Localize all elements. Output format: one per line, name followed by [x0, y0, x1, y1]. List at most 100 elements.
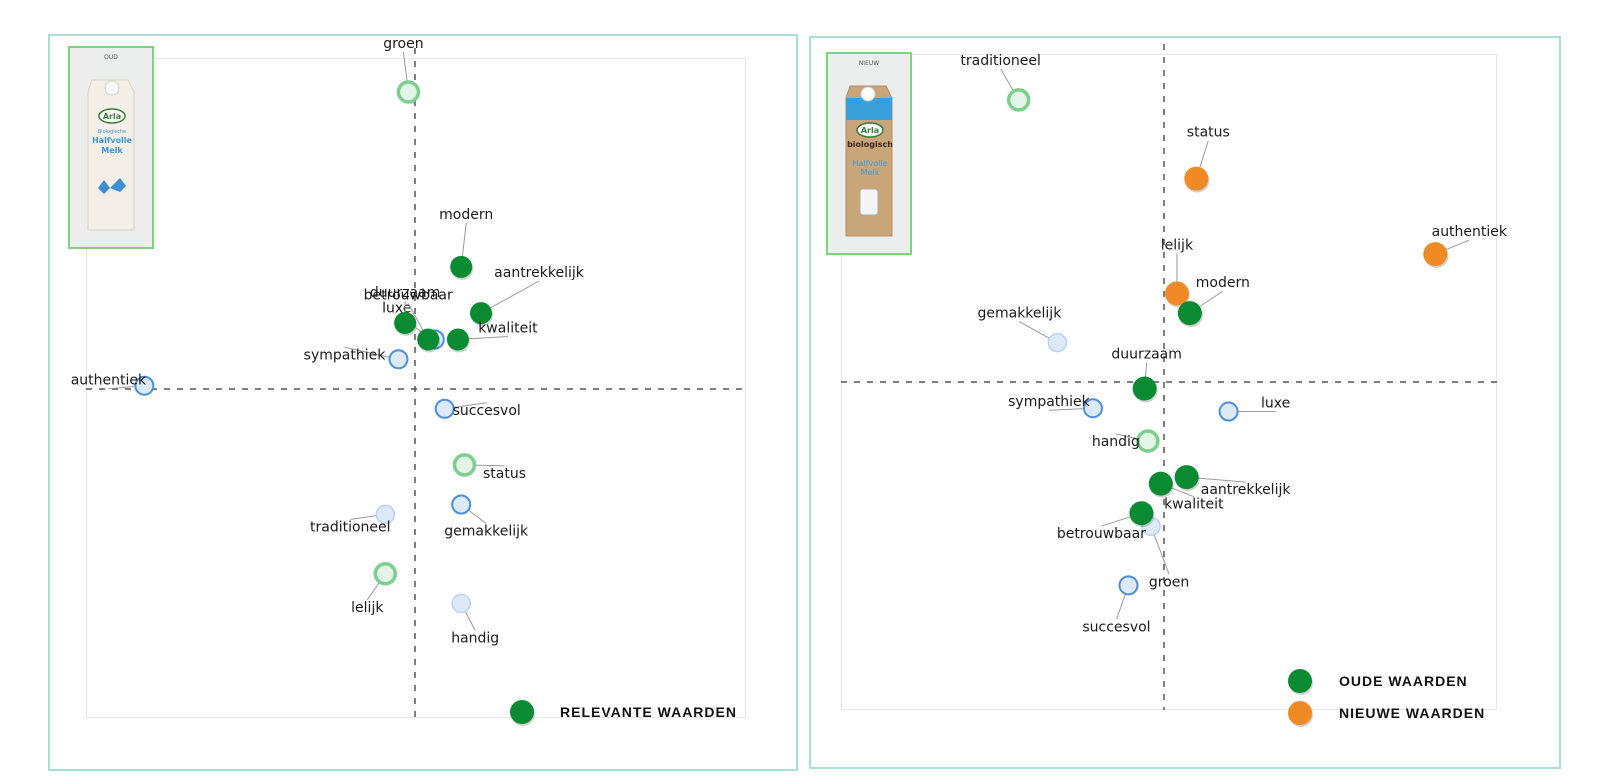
legend-marker	[1288, 669, 1312, 693]
point-label: handig	[451, 631, 499, 647]
thumbnail-label: NIEUW	[858, 60, 880, 67]
point-marker	[1177, 301, 1202, 326]
data-point-gemakkelijk: gemakkelijk	[444, 494, 529, 540]
legend-label: NIEUWE WAARDEN	[1339, 705, 1485, 721]
point-marker	[450, 255, 473, 278]
legend-marker	[510, 700, 534, 724]
data-point-traditioneel: traditioneel	[960, 53, 1041, 112]
data-point-lelijk: lelijk	[351, 562, 398, 616]
data-point-duurzaam: duurzaam	[1111, 347, 1182, 403]
chart-panel-new: NIEUW Arla biologisch Halfvolle Melk tra…	[809, 36, 1561, 769]
point-marker	[134, 375, 155, 396]
data-point-betrouwbaar: betrouwbaar	[364, 288, 453, 353]
milk-carton-old-icon: Arla Biologische Halfvolle Melk	[87, 79, 135, 231]
data-point-duurzaam: duurzaam	[370, 285, 441, 336]
point-marker	[373, 562, 398, 586]
point-label: authentiek	[1432, 224, 1508, 240]
data-point-modern: modern	[439, 207, 493, 280]
data-point-handig: handig	[1092, 429, 1160, 453]
legend-item: NIEUWE WAARDEN	[1288, 701, 1485, 727]
point-label: kwaliteit	[478, 321, 538, 337]
point-marker	[446, 328, 469, 351]
point-marker	[396, 80, 421, 104]
leader-line	[480, 280, 540, 314]
point-label: groen	[383, 36, 423, 52]
point-label: traditioneel	[310, 519, 391, 535]
points-layer: groenluxesympathiekauthentieksuccesvolst…	[71, 36, 585, 647]
plot-area	[86, 58, 746, 718]
point-marker	[451, 494, 472, 515]
point-label: luxe	[1261, 396, 1290, 412]
data-point-aantrekkelijk: aantrekkelijk	[1174, 465, 1292, 498]
svg-text:Biologische: Biologische	[98, 129, 127, 135]
point-label: lelijk	[351, 600, 384, 616]
data-point-kwaliteit: kwaliteit	[446, 321, 538, 353]
legend-item: RELEVANTE WAARDEN	[510, 700, 736, 726]
svg-text:Melk: Melk	[101, 146, 123, 155]
legend: RELEVANTE WAARDEN	[510, 700, 736, 726]
milk-carton-new-icon: Arla biologisch Halfvolle Melk	[845, 85, 893, 237]
point-label: succesvol	[453, 403, 521, 419]
data-point-lelijk: lelijk	[1161, 237, 1194, 308]
point-label: aantrekkelijk	[494, 265, 585, 281]
point-label: betrouwbaar	[364, 288, 453, 304]
point-label: modern	[439, 207, 493, 223]
point-label: gemakkelijk	[444, 524, 529, 540]
product-thumbnail-new: NIEUW Arla biologisch Halfvolle Melk	[826, 52, 912, 255]
point-label: groen	[1149, 574, 1189, 590]
data-point-handig: handig	[451, 593, 499, 647]
point-marker	[1129, 501, 1154, 526]
data-point-aantrekkelijk: aantrekkelijk	[470, 265, 585, 327]
thumbnail-label: OUD	[104, 54, 118, 61]
point-label: succesvol	[1082, 619, 1150, 635]
point-marker	[417, 328, 440, 351]
data-point-succesvol: succesvol	[1082, 575, 1151, 635]
data-point-betrouwbaar: betrouwbaar	[1057, 501, 1155, 542]
point-label: traditioneel	[960, 53, 1041, 69]
point-label: kwaliteit	[1164, 497, 1224, 513]
point-label: status	[483, 466, 526, 482]
data-point-traditioneel: traditioneel	[310, 504, 396, 535]
point-label: aantrekkelijk	[1201, 482, 1292, 498]
data-point-luxe: luxe	[1218, 396, 1290, 422]
point-label: betrouwbaar	[1057, 526, 1146, 542]
point-marker	[394, 312, 417, 334]
svg-text:Arla: Arla	[103, 112, 121, 121]
svg-text:biologisch: biologisch	[847, 140, 893, 149]
point-marker	[1174, 465, 1199, 490]
point-marker	[1132, 376, 1157, 401]
point-label: sympathiek	[304, 347, 387, 363]
point-marker	[452, 453, 477, 477]
point-marker	[1184, 166, 1209, 191]
point-marker	[1047, 332, 1068, 353]
point-marker	[1136, 429, 1160, 453]
svg-text:Arla: Arla	[861, 126, 879, 135]
legend-label: OUDE WAARDEN	[1339, 673, 1468, 689]
point-marker	[1006, 88, 1031, 112]
point-marker	[470, 302, 492, 325]
data-point-groen: groen	[383, 36, 424, 104]
data-point-modern: modern	[1177, 275, 1250, 328]
point-marker	[1118, 575, 1139, 596]
point-marker	[1082, 398, 1103, 419]
point-marker	[388, 349, 409, 370]
data-point-sympathiek: sympathiek	[304, 346, 409, 370]
legend-marker	[1288, 701, 1312, 725]
point-marker	[1218, 401, 1239, 422]
data-point-authentiek: authentiek	[1423, 224, 1508, 269]
point-label: status	[1187, 125, 1230, 141]
point-label: duurzaam	[370, 285, 441, 301]
point-marker	[434, 398, 455, 419]
data-point-authentiek: authentiek	[71, 373, 155, 396]
product-thumbnail-old: OUD Arla Biologische Halfvolle Melk	[68, 46, 154, 249]
point-marker	[1164, 281, 1189, 306]
svg-text:Halfvolle: Halfvolle	[92, 136, 133, 145]
data-point-succesvol: succesvol	[434, 398, 521, 419]
point-label: sympathiek	[1008, 394, 1091, 410]
point-marker	[1148, 471, 1173, 496]
legend: OUDE WAARDEN NIEUWE WAARDEN	[1288, 669, 1485, 727]
point-label: handig	[1092, 434, 1140, 450]
svg-text:Halfvolle: Halfvolle	[853, 159, 888, 168]
